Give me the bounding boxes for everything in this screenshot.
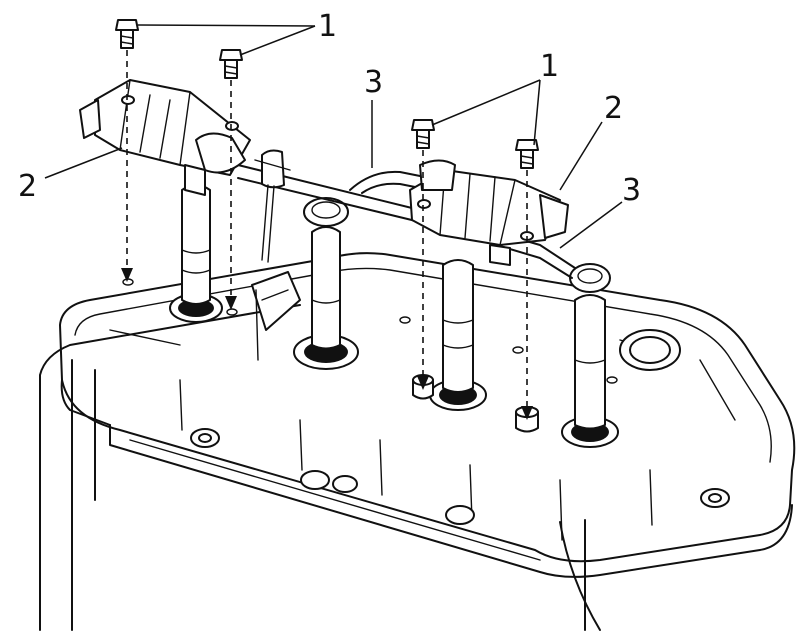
ignition-coil-left xyxy=(79,79,251,196)
callout-bolts-right: 1 xyxy=(540,49,559,84)
plug-well-2 xyxy=(293,197,359,370)
plug-well-3 xyxy=(429,259,487,411)
bolt-2 xyxy=(219,49,243,79)
callout-harness-top: 3 xyxy=(364,65,383,100)
valve-cover xyxy=(59,252,796,578)
plug-well-4 xyxy=(561,263,619,448)
plug-well-1 xyxy=(169,184,223,323)
callout-bolts-left: 1 xyxy=(318,9,337,44)
install-lines xyxy=(121,50,533,420)
ignition-coil-right xyxy=(409,159,569,266)
leader-lines xyxy=(44,24,623,249)
bolt-3 xyxy=(411,119,435,149)
callout-harness-right: 3 xyxy=(622,173,641,208)
bolt-4 xyxy=(515,139,539,169)
harness-bracket xyxy=(251,271,301,361)
bolt-1 xyxy=(115,19,139,49)
callout-coil-right: 2 xyxy=(604,91,623,126)
callout-coil-left: 2 xyxy=(18,169,37,204)
